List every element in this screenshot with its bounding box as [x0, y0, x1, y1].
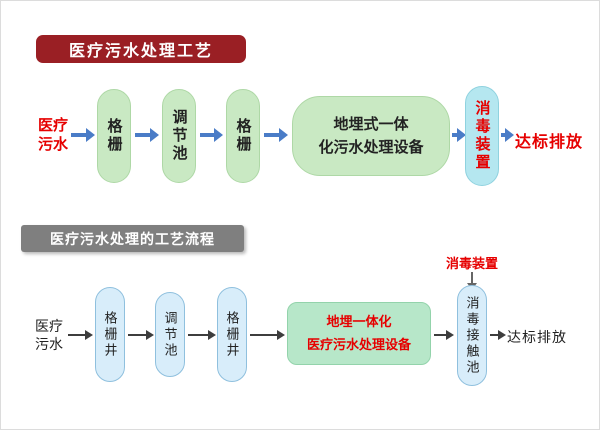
bottom-stage-buried-equipment: 地埋一体化 医疗污水处理设备 [287, 302, 431, 365]
arrow-right-icon [128, 334, 146, 336]
bottom-stage-label: 消毒接触池 [464, 295, 480, 376]
top-stage-label: 消毒装置 [473, 100, 491, 172]
bottom-result-label: 达标排放 [507, 329, 567, 345]
top-stage-screen-1: 格栅 [97, 89, 131, 183]
top-result-label: 达标排放 [515, 134, 584, 151]
top-stage-regulating-tank: 调节池 [162, 89, 196, 183]
arrow-right-icon [501, 133, 505, 137]
top-stage-screen-2: 格栅 [226, 89, 260, 183]
arrow-right-icon [250, 334, 277, 336]
arrow-right-icon [452, 133, 457, 137]
bottom-stage-label: 调节池 [162, 310, 178, 359]
arrow-right-icon [135, 133, 150, 137]
top-source-label: 医疗 污水 [37, 117, 68, 153]
arrow-right-icon [188, 334, 208, 336]
bottom-stage-screen-well-2: 格栅井 [217, 287, 247, 382]
top-stage-label: 地埋式一体 化污水处理设备 [318, 115, 424, 156]
arrow-right-icon [490, 334, 498, 336]
arrow-right-icon [71, 133, 86, 137]
top-stage-disinfection-device: 消毒装置 [465, 86, 499, 186]
bottom-title-banner: 医疗污水处理的工艺流程 [21, 225, 244, 252]
arrow-right-icon [68, 334, 85, 336]
top-title: 医疗污水处理工艺 [68, 43, 213, 60]
bottom-stage-label: 地埋一体化 医疗污水处理设备 [306, 314, 411, 352]
top-stage-label: 格栅 [234, 118, 252, 154]
arrow-down-icon [471, 272, 473, 283]
top-stage-label: 格栅 [105, 118, 123, 154]
bottom-stage-label: 格栅井 [224, 310, 240, 359]
arrow-right-icon [434, 334, 446, 336]
bottom-stage-screen-well-1: 格栅井 [95, 287, 125, 382]
arrow-right-icon [200, 133, 214, 137]
bottom-stage-disinfection-contact-tank: 消毒接触池 [457, 285, 487, 386]
bottom-stage-regulating-tank: 调节池 [155, 292, 185, 377]
bottom-source-label: 医疗 污水 [35, 318, 63, 352]
arrow-right-icon [264, 133, 279, 137]
bottom-stage-label: 格栅井 [102, 310, 118, 359]
disinfect-annotation-label: 消毒装置 [446, 256, 499, 271]
bottom-title: 医疗污水处理的工艺流程 [50, 232, 215, 248]
top-stage-buried-equipment: 地埋式一体 化污水处理设备 [292, 96, 450, 176]
top-title-banner: 医疗污水处理工艺 [36, 35, 246, 63]
top-stage-label: 调节池 [170, 109, 188, 163]
